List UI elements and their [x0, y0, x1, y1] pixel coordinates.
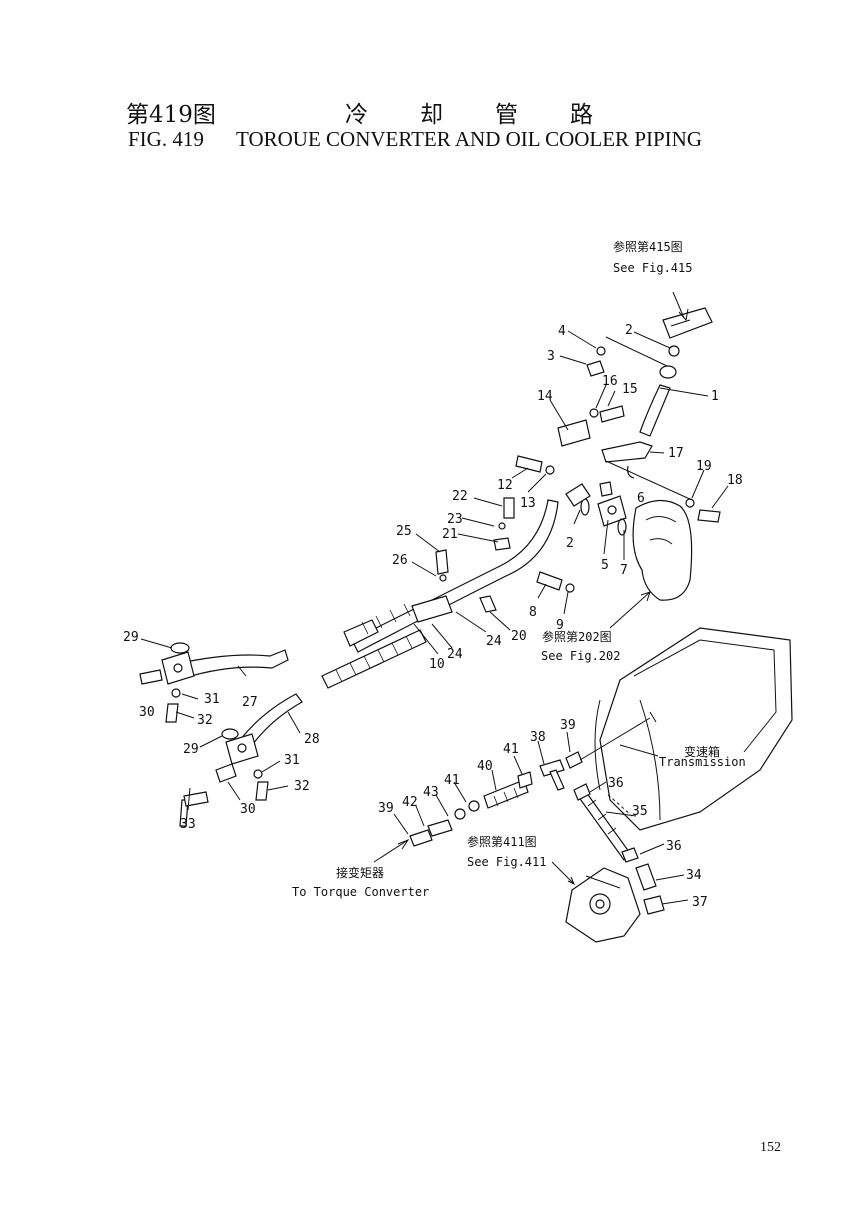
callout-10: 10 [429, 657, 445, 672]
callout-39: 39 [560, 718, 576, 733]
pump-body-411 [565, 867, 641, 943]
callout-31: 31 [284, 753, 300, 768]
callout-24: 24 [447, 647, 463, 662]
callout-2: 2 [566, 536, 574, 551]
callout-6: 6 [637, 491, 645, 506]
callout-18: 18 [727, 473, 743, 488]
callout-24: 24 [486, 634, 502, 649]
figure-number-cn: 第419图 [126, 102, 216, 128]
callout-14: 14 [537, 389, 553, 404]
flange-27 [161, 651, 195, 685]
page-number: 152 [760, 1140, 781, 1155]
callout-12: 12 [497, 478, 513, 493]
callout-9: 9 [556, 618, 564, 633]
callout-34: 34 [686, 868, 702, 883]
callout-36: 36 [608, 776, 624, 791]
callout-31: 31 [204, 692, 220, 707]
callout-13: 13 [520, 496, 536, 511]
callout-30: 30 [139, 705, 155, 720]
figure-title-cn: 冷却管路 [345, 102, 645, 128]
callout-23: 23 [447, 512, 463, 527]
ref-block-415 [662, 307, 713, 339]
ref-fig202-en: See Fig.202 [541, 649, 620, 663]
callout-22: 22 [452, 489, 468, 504]
callout-15: 15 [622, 382, 638, 397]
pipe-27 [175, 649, 289, 679]
callout-32: 32 [294, 779, 310, 794]
ref-fig411-cn: 参照第411图 [467, 834, 537, 849]
callout-21: 21 [442, 527, 458, 542]
callout-5: 5 [601, 558, 609, 573]
callout-29: 29 [123, 630, 139, 645]
pipe-40 [483, 779, 529, 809]
ref-fig202-cn: 参照第202图 [542, 629, 612, 644]
transmission-label-en: Transmission [659, 755, 746, 769]
pipe-28 [239, 693, 303, 749]
reference-labels: 参照第415图 See Fig.415 参照第202图 See Fig.202 … [292, 239, 746, 899]
callout-17: 17 [668, 446, 684, 461]
ref-fig415-cn: 参照第415图 [613, 239, 683, 254]
callout-1: 1 [711, 389, 719, 404]
hose-1 [639, 384, 671, 437]
callout-numbers: 1 2 2 3 4 5 6 7 8 9 10 12 13 14 15 16 17… [123, 323, 743, 910]
transmission-label-cn: 变速箱 [684, 744, 720, 759]
callout-41: 41 [444, 773, 460, 788]
callout-40: 40 [477, 759, 493, 774]
transmission-case [599, 627, 793, 831]
callout-37: 37 [692, 895, 708, 910]
callout-20: 20 [511, 629, 527, 644]
callout-35: 35 [632, 804, 648, 819]
parts-drawing [139, 307, 793, 943]
callout-39: 39 [378, 801, 394, 816]
callout-29: 29 [183, 742, 199, 757]
flange-1 [659, 365, 677, 379]
callout-42: 42 [402, 795, 418, 810]
callout-38: 38 [530, 730, 546, 745]
callout-43: 43 [423, 785, 439, 800]
figure-number-en: FIG. 419 [128, 127, 204, 151]
converter-label-en: To Torque Converter [292, 885, 429, 899]
flange-28 [225, 733, 259, 765]
callout-32: 32 [197, 713, 213, 728]
leader-lines [140, 291, 729, 905]
clamp-17 [601, 441, 653, 463]
figure-title-en: TOROUE CONVERTER AND OIL COOLER PIPING [236, 127, 702, 151]
callout-8: 8 [529, 605, 537, 620]
callout-25: 25 [396, 524, 412, 539]
callout-16: 16 [602, 374, 618, 389]
converter-label-cn: 接变矩器 [336, 865, 384, 880]
bracket-14 [557, 419, 591, 447]
callout-7: 7 [620, 563, 628, 578]
clamp-24 [411, 595, 453, 623]
oil-cooler-body [632, 499, 693, 601]
callout-3: 3 [547, 349, 555, 364]
callout-4: 4 [558, 324, 566, 339]
callout-27: 27 [242, 695, 258, 710]
callout-41: 41 [503, 742, 519, 757]
callout-2: 2 [625, 323, 633, 338]
callout-33: 33 [180, 817, 196, 832]
callout-19: 19 [696, 459, 712, 474]
callout-26: 26 [392, 553, 408, 568]
ref-fig411-en: See Fig.411 [467, 855, 546, 869]
callout-30: 30 [240, 802, 256, 817]
ref-fig415-en: See Fig.415 [613, 261, 692, 275]
flange-5 [597, 495, 627, 527]
callout-36: 36 [666, 839, 682, 854]
hose-lower [321, 629, 427, 689]
callout-28: 28 [304, 732, 320, 747]
